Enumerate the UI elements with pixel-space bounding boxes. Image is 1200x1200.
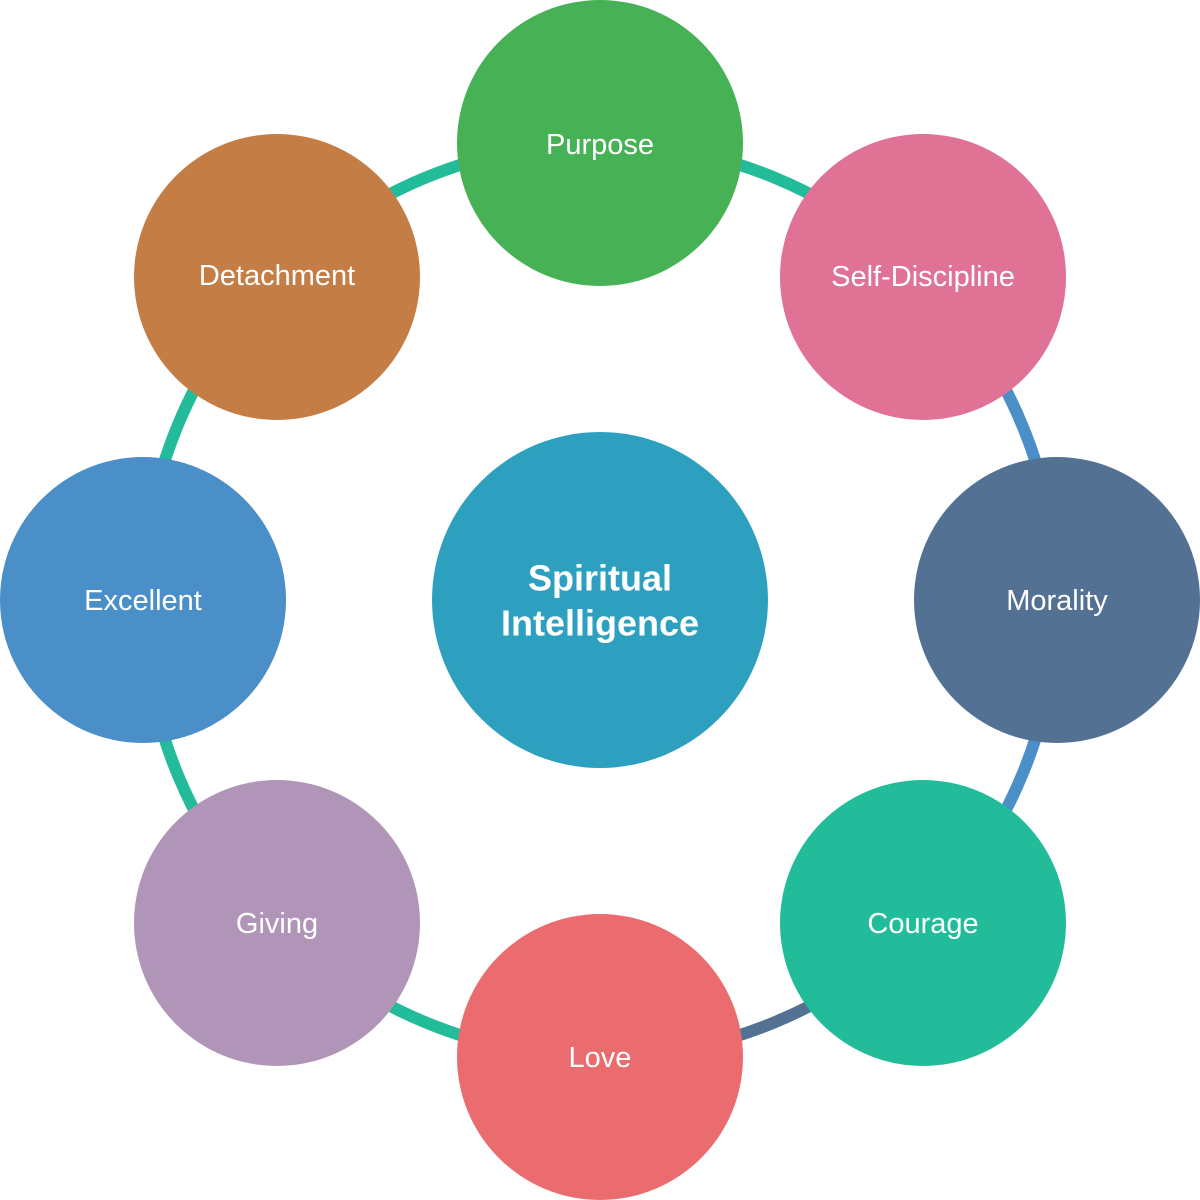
node-circle-giving [134,780,420,1066]
node-circle-purpose [457,0,743,286]
node-love: Love [457,914,743,1200]
node-excellent: Excellent [0,457,286,743]
node-courage: Courage [780,780,1066,1066]
center-circle [432,432,768,768]
node-circle-detachment [134,134,420,420]
node-label-detachment: Detachment [199,260,355,292]
node-circle-love [457,914,743,1200]
node-morality: Morality [914,457,1200,743]
node-label-self-discipline: Self-Discipline [831,261,1015,293]
node-circle-self-discipline [780,134,1066,420]
node-purpose: Purpose [457,0,743,286]
node-giving: Giving [134,780,420,1066]
center-node: Spiritual Intelligence [432,432,768,768]
node-circle-excellent [0,457,286,743]
node-label-excellent: Excellent [84,585,202,617]
node-label-purpose: Purpose [546,129,654,161]
node-detachment: Detachment [134,134,420,420]
node-self-discipline: Self-Discipline [780,134,1066,420]
node-label-courage: Courage [867,908,978,940]
node-label-love: Love [569,1042,632,1074]
node-label-giving: Giving [236,908,318,940]
center-label-line-2: Intelligence [501,603,699,644]
node-circle-morality [914,457,1200,743]
node-circle-courage [780,780,1066,1066]
node-label-morality: Morality [1006,585,1108,617]
center-label-line-1: Spiritual [528,558,672,599]
